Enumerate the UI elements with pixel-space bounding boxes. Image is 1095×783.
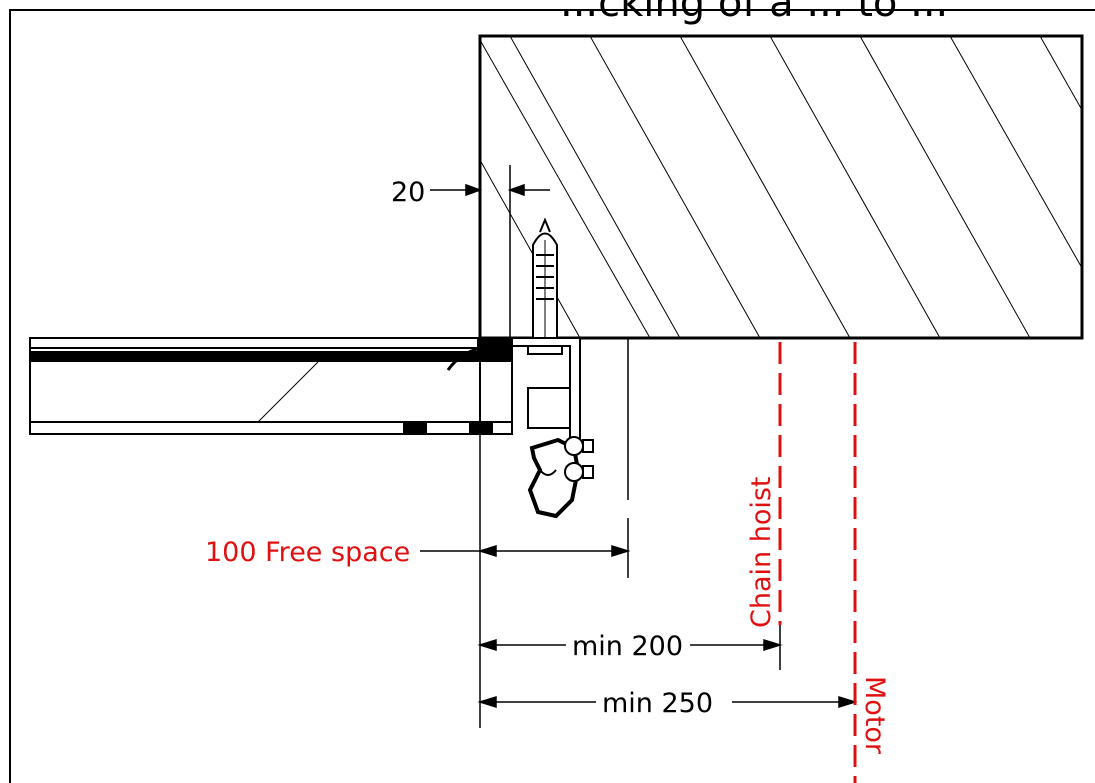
concrete-ceiling xyxy=(478,34,1084,340)
concrete-hatching xyxy=(480,36,1082,338)
dimension-free-space xyxy=(420,338,631,578)
dimension-motor xyxy=(477,695,858,709)
chain-hoist-label: Chain hoist xyxy=(746,477,777,629)
mounting-bracket xyxy=(511,337,594,519)
dimension-chain-hoist-label: min 200 xyxy=(572,631,683,662)
drawing-frame xyxy=(9,9,1095,783)
dimension-offset xyxy=(430,165,550,338)
dimension-chain-hoist xyxy=(477,625,783,670)
dimension-offset-label: 20 xyxy=(391,177,425,208)
dimension-free-space-label: 100 Free space xyxy=(205,537,410,568)
dimension-motor-label: min 250 xyxy=(602,688,713,719)
motor-label: Motor xyxy=(859,676,890,755)
drawing-title: ...cking of a ... to ... xyxy=(560,0,948,26)
ceiling-track xyxy=(29,337,513,435)
